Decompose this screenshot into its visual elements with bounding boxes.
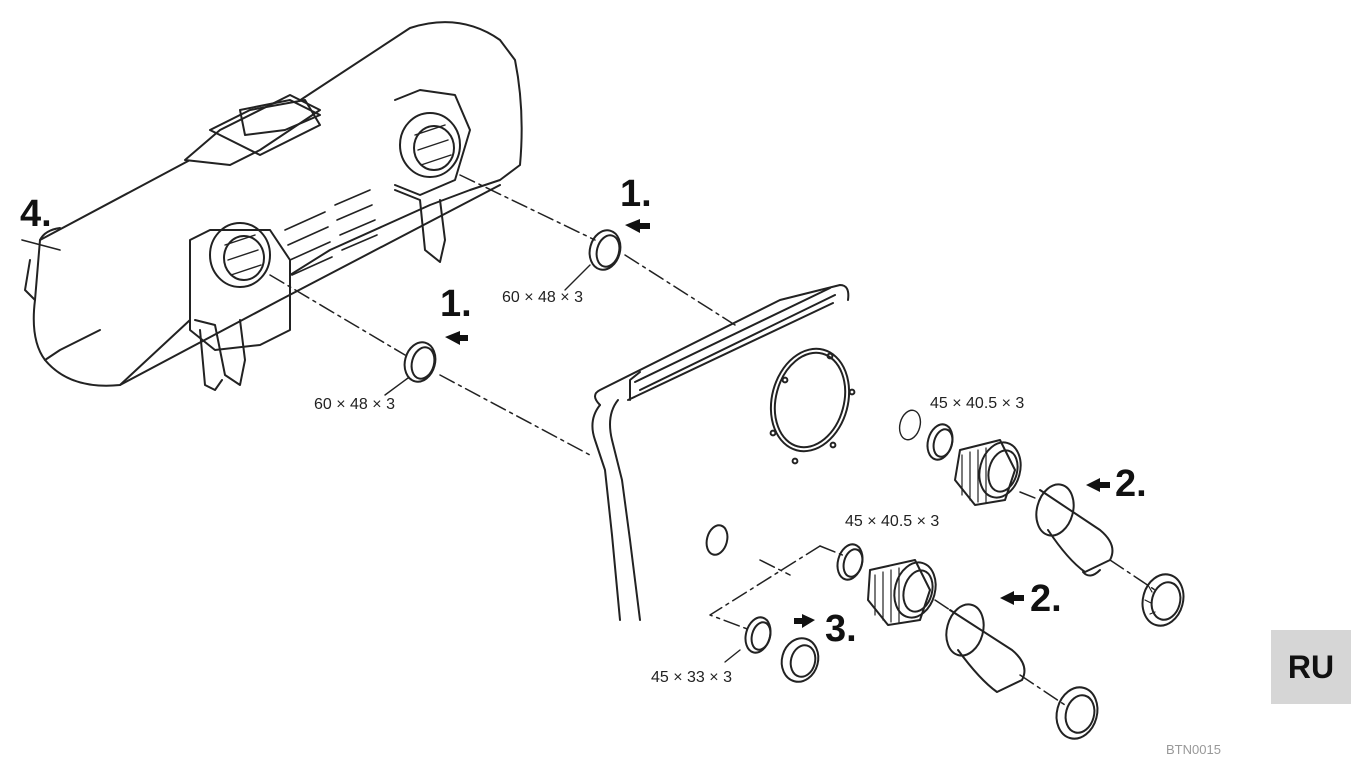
dimension-oring-bottom: 60 × 48 × 3 — [314, 396, 395, 413]
step-4-leader — [21, 239, 61, 251]
step-1-label-bottom: 1. — [440, 283, 472, 325]
step-2-label-lower: 2. — [1030, 578, 1062, 620]
oring-bottom — [384, 341, 437, 396]
lower-nut — [1055, 686, 1099, 740]
lower-port-fitting — [209, 222, 271, 288]
blind-cap-assembly — [724, 616, 820, 683]
dimension-seal-small: 45 × 33 × 3 — [651, 669, 732, 686]
pump-housing — [24, 21, 523, 391]
wall-panel — [591, 284, 922, 621]
drawing-code: BTN0015 — [1166, 742, 1221, 757]
step-3-label: 3. — [825, 608, 857, 650]
step-1-arrows — [445, 219, 650, 345]
upper-nut — [1141, 573, 1185, 627]
upper-hose-adapter — [1035, 483, 1114, 577]
dimension-seal-upper: 45 × 40.5 × 3 — [930, 395, 1025, 412]
lower-hose-fitting — [836, 543, 937, 626]
step-4-label: 4. — [20, 193, 52, 235]
step-2-label-upper: 2. — [1115, 463, 1147, 505]
dimension-oring-top: 60 × 48 × 3 — [502, 289, 583, 306]
oring-top — [564, 229, 622, 291]
step-1-label-top: 1. — [620, 173, 652, 215]
alignment-lines — [269, 174, 1156, 706]
upper-hose-fitting — [926, 423, 1022, 506]
lower-hose-adapter — [945, 603, 1026, 693]
dimension-seal-middle: 45 × 40.5 × 3 — [845, 513, 940, 530]
language-tab: RU — [1271, 630, 1351, 704]
upper-port-fitting — [399, 112, 461, 178]
step-arrows-2-3 — [794, 478, 1110, 628]
